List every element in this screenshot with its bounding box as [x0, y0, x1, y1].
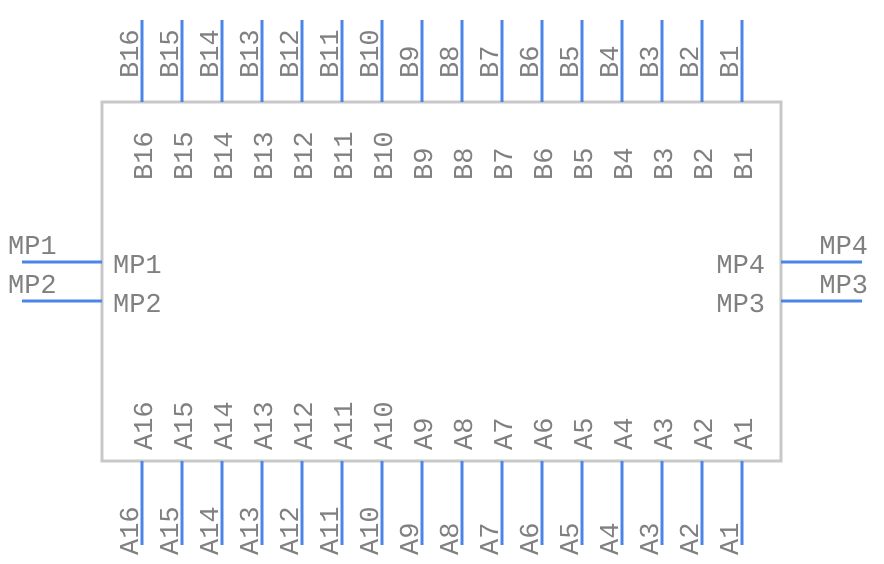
- pin-label-outer-a13: A13: [237, 506, 267, 555]
- pin-label-inner-b8: B8: [451, 148, 481, 180]
- pin-label-outer-a14: A14: [197, 506, 227, 555]
- pin-label-inner-b16: B16: [131, 131, 161, 180]
- pin-label-outer-a7: A7: [477, 523, 507, 555]
- pin-label-inner-mp1: MP1: [113, 252, 162, 282]
- pin-label-outer-b7: B7: [477, 46, 507, 78]
- pin-label-inner-a2: A2: [691, 418, 721, 450]
- pin-label-inner-a9: A9: [411, 418, 441, 450]
- pin-label-outer-b15: B15: [157, 29, 187, 78]
- pin-label-inner-a16: A16: [131, 401, 161, 450]
- pin-label-inner-b14: B14: [211, 131, 241, 180]
- pin-label-inner-b5: B5: [571, 148, 601, 180]
- pin-label-inner-a1: A1: [731, 418, 761, 450]
- pin-label-inner-mp3: MP3: [716, 291, 765, 321]
- pin-label-outer-b4: B4: [597, 46, 627, 78]
- pin-label-inner-b6: B6: [531, 148, 561, 180]
- pin-label-inner-b4: B4: [611, 148, 641, 180]
- pin-label-inner-mp2: MP2: [113, 291, 162, 321]
- pin-label-outer-b8: B8: [437, 46, 467, 78]
- pin-label-inner-a4: A4: [611, 418, 641, 450]
- pin-label-outer-b13: B13: [237, 29, 267, 78]
- pin-label-inner-a15: A15: [171, 401, 201, 450]
- pin-label-outer-b5: B5: [557, 46, 587, 78]
- pin-group: B16B16B15B15B14B14B13B13B12B12B11B11B10B…: [8, 20, 868, 555]
- pin-label-inner-b9: B9: [411, 148, 441, 180]
- pin-label-inner-a3: A3: [651, 418, 681, 450]
- pin-label-inner-b2: B2: [691, 148, 721, 180]
- pin-label-outer-b10: B10: [357, 29, 387, 78]
- pin-label-outer-mp3: MP3: [819, 272, 868, 302]
- pin-label-outer-b3: B3: [637, 46, 667, 78]
- pin-label-inner-a11: A11: [331, 401, 361, 450]
- pin-label-inner-a14: A14: [211, 401, 241, 450]
- pin-label-inner-b13: B13: [251, 131, 281, 180]
- pin-label-outer-b12: B12: [277, 29, 307, 78]
- pin-label-outer-b16: B16: [117, 29, 147, 78]
- pin-label-outer-a4: A4: [597, 523, 627, 555]
- pin-label-inner-a7: A7: [491, 418, 521, 450]
- pin-label-inner-a10: A10: [371, 401, 401, 450]
- pin-label-inner-a13: A13: [251, 401, 281, 450]
- pin-label-outer-a8: A8: [437, 523, 467, 555]
- pin-label-outer-a15: A15: [157, 506, 187, 555]
- pin-label-outer-mp4: MP4: [819, 233, 868, 263]
- pin-label-outer-a6: A6: [517, 523, 547, 555]
- pin-label-inner-a6: A6: [531, 418, 561, 450]
- pin-label-inner-b11: B11: [331, 131, 361, 180]
- pin-label-outer-a10: A10: [357, 506, 387, 555]
- pin-label-outer-b6: B6: [517, 46, 547, 78]
- pin-label-outer-a9: A9: [397, 523, 427, 555]
- pin-label-outer-mp2: MP2: [8, 272, 57, 302]
- pin-label-inner-b3: B3: [651, 148, 681, 180]
- pin-label-inner-a5: A5: [571, 418, 601, 450]
- pin-label-inner-b10: B10: [371, 131, 401, 180]
- pin-label-outer-mp1: MP1: [8, 233, 57, 263]
- pin-label-outer-b1: B1: [717, 46, 747, 78]
- pin-label-inner-b12: B12: [291, 131, 321, 180]
- pin-label-outer-a1: A1: [717, 523, 747, 555]
- pin-label-outer-b2: B2: [677, 46, 707, 78]
- pin-label-outer-b14: B14: [197, 29, 227, 78]
- pin-label-inner-a12: A12: [291, 401, 321, 450]
- pin-label-outer-b9: B9: [397, 46, 427, 78]
- component-body: [100, 100, 783, 463]
- pin-label-outer-a16: A16: [117, 506, 147, 555]
- pin-label-outer-a3: A3: [637, 523, 667, 555]
- pin-label-inner-b1: B1: [731, 148, 761, 180]
- pin-label-inner-b7: B7: [491, 148, 521, 180]
- pin-label-outer-a11: A11: [317, 506, 347, 555]
- pin-label-inner-mp4: MP4: [716, 252, 765, 282]
- pin-label-inner-b15: B15: [171, 131, 201, 180]
- pin-label-outer-b11: B11: [317, 29, 347, 78]
- pin-label-inner-a8: A8: [451, 418, 481, 450]
- pin-label-outer-a12: A12: [277, 506, 307, 555]
- pin-label-outer-a2: A2: [677, 523, 707, 555]
- pin-label-outer-a5: A5: [557, 523, 587, 555]
